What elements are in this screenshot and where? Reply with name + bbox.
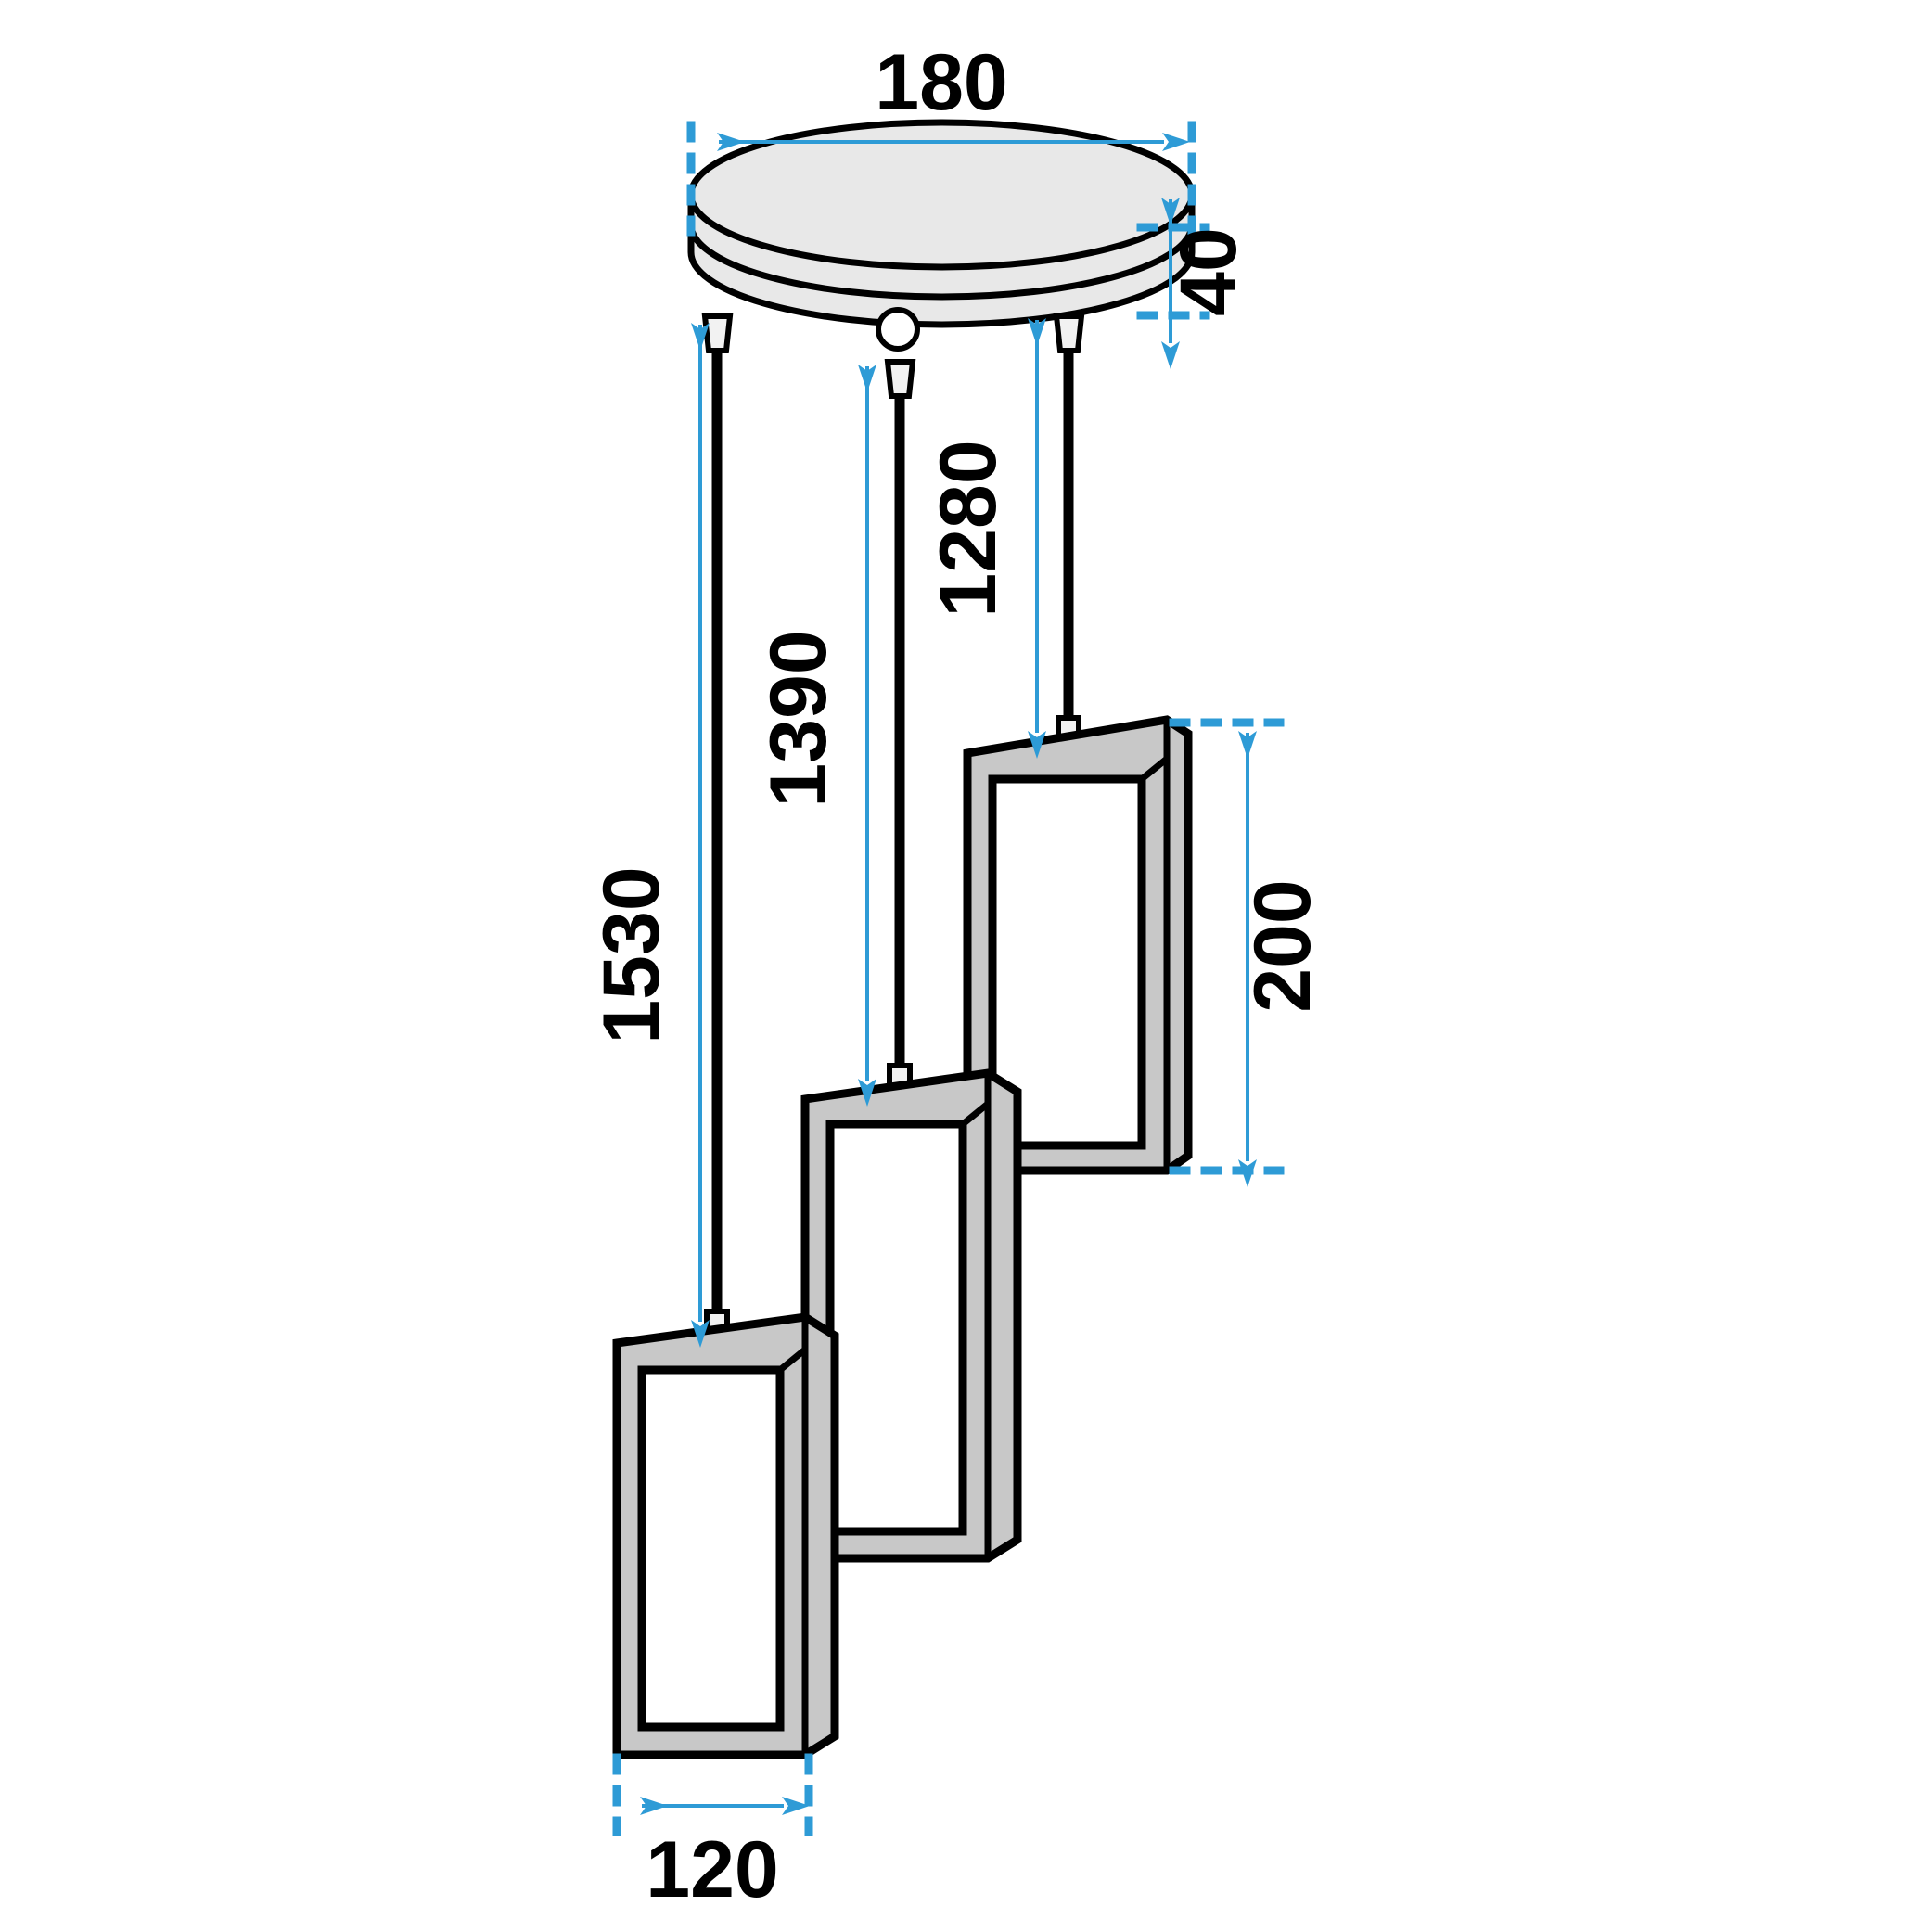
dimension-drop-1390: 1390	[754, 365, 876, 1107]
dimension-shade-height: 200	[1169, 718, 1327, 1187]
suspension-cord-right	[1053, 313, 1085, 741]
dimension-shade-width: 120	[612, 1753, 813, 1914]
dimension-label-120: 120	[646, 1825, 779, 1914]
shade-frame-bottom	[612, 1312, 839, 1759]
dimension-label-180: 180	[875, 38, 1008, 127]
ceiling-canopy	[687, 119, 1196, 328]
dimension-label-40: 40	[1164, 227, 1253, 316]
dimension-drop-1280: 1280	[924, 318, 1046, 759]
dimension-label-200: 200	[1238, 879, 1327, 1013]
dimension-canopy-diameter: 180	[686, 38, 1196, 237]
dimension-label-1390: 1390	[754, 630, 843, 807]
suspension-cord-middle	[884, 359, 916, 1089]
dimension-drop-1530: 1530	[587, 323, 710, 1348]
dimension-canopy-height: 40	[1136, 198, 1253, 369]
dimension-label-1280: 1280	[924, 440, 1013, 617]
cable-outlet-hole	[876, 307, 920, 352]
dimension-label-1530: 1530	[587, 866, 676, 1043]
suspension-cord-left	[701, 313, 734, 1335]
shade-frame-top	[963, 715, 1193, 1175]
